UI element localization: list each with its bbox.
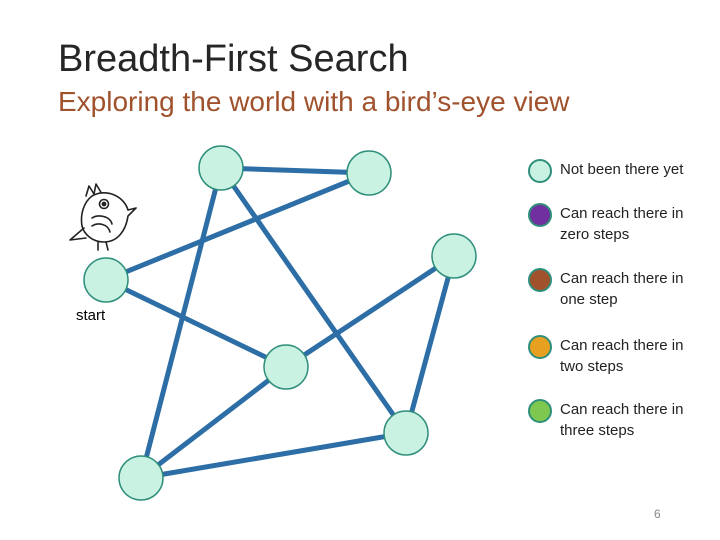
legend-label: Can reach there in one step xyxy=(560,270,684,308)
graph-edge-n-top-left-n-top-right xyxy=(218,165,372,176)
legend-label: Can reach there in zero steps xyxy=(560,205,684,243)
graph-node-start xyxy=(83,257,129,303)
legend-label: Not been there yet xyxy=(560,161,684,178)
graph-edge-n-right-mid-n-bottom-right xyxy=(403,253,457,436)
graph-node-n-center xyxy=(263,344,309,390)
legend-swatch xyxy=(528,268,552,292)
graph-node-n-bottom-right xyxy=(383,410,429,456)
graph-nodes xyxy=(83,145,477,501)
slide-subtitle: Exploring the world with a bird’s-eye vi… xyxy=(58,86,570,117)
graph-edge-n-top-left-n-bottom-right xyxy=(218,165,409,436)
graph-edge-n-bottom-left-n-bottom-right xyxy=(138,430,409,481)
legend-item-three-steps: Can reach there in three steps xyxy=(528,399,710,441)
graph-node-n-right-mid xyxy=(431,233,477,279)
legend-label: Can reach there in three steps xyxy=(560,401,684,439)
graph-edge-n-center-n-right-mid xyxy=(283,253,457,370)
legend-item-zero-steps: Can reach there in zero steps xyxy=(528,203,710,245)
graph-edge-n-center-n-bottom-left xyxy=(138,364,289,481)
legend-item-two-steps: Can reach there in two steps xyxy=(528,335,710,377)
legend-item-one-step: Can reach there in one step xyxy=(528,268,710,310)
start-label: start xyxy=(76,307,106,324)
legend-label: Can reach there in two steps xyxy=(560,337,684,375)
graph-edges xyxy=(103,165,457,481)
graph-edge-start-n-center xyxy=(103,277,289,370)
graph-edge-n-top-left-n-bottom-left xyxy=(138,165,224,481)
legend-swatch xyxy=(528,159,552,183)
graph-node-n-top-right xyxy=(346,150,392,196)
legend-swatch xyxy=(528,203,552,227)
graph-edge-n-top-right-start xyxy=(103,170,372,283)
legend-swatch xyxy=(528,399,552,423)
graph-node-n-top-left xyxy=(198,145,244,191)
page-number: 6 xyxy=(654,507,661,521)
graph-node-n-bottom-left xyxy=(118,455,164,501)
legend-swatch xyxy=(528,335,552,359)
slide-title: Breadth-First Search xyxy=(58,38,409,80)
bird-icon xyxy=(69,183,137,251)
legend-item-not-visited: Not been there yet xyxy=(528,159,710,183)
